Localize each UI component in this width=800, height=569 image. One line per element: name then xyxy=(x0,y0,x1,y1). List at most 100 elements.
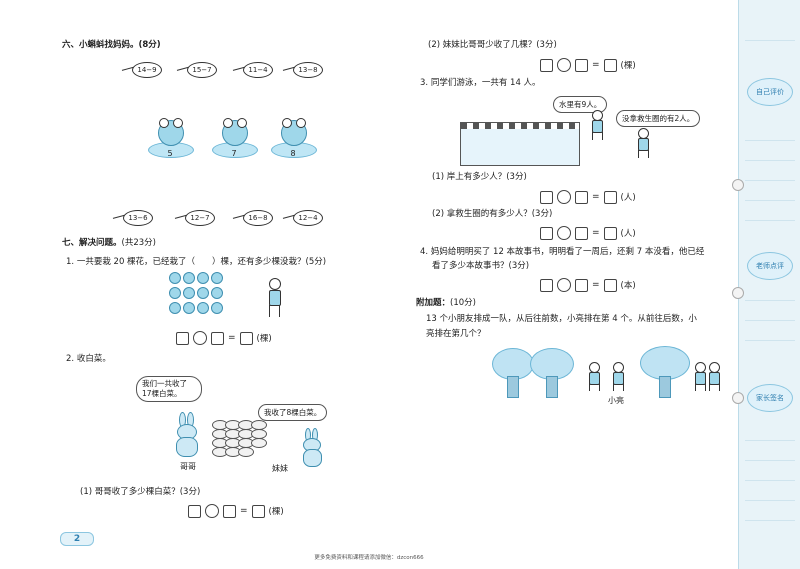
operator-circle[interactable] xyxy=(557,226,571,240)
body-icon xyxy=(269,290,281,306)
frog-5[interactable]: 5 xyxy=(148,118,194,158)
unit-label: (本) xyxy=(620,281,636,291)
answer-box[interactable] xyxy=(239,331,253,345)
bonus-line-1: 13 个小朋友排成一队，从后往前数，小亮排在第 4 个。从前往后数，小 xyxy=(426,314,697,324)
answer-box[interactable] xyxy=(603,278,617,292)
question-2: 2. 收白菜。 xyxy=(66,354,111,364)
tadpole-6[interactable]: 12−7 xyxy=(174,210,215,226)
flower-icon xyxy=(183,302,195,314)
tadpole-2[interactable]: 15−7 xyxy=(176,62,217,78)
answer-box[interactable] xyxy=(211,331,224,345)
tadpole-1[interactable]: 14−9 xyxy=(121,62,162,78)
question-text: 妈妈给明明买了 12 本故事书，明明看了一周后，还剩 7 本没看，他已经 xyxy=(430,247,705,257)
tadpole-3[interactable]: 11−4 xyxy=(232,62,273,78)
badge-parent-sign: 家长签名 xyxy=(747,384,793,412)
operator-circle[interactable] xyxy=(193,331,207,345)
unit-label: (人) xyxy=(620,193,636,203)
speech-bubble-rings: 没拿救生圈的有2人。 xyxy=(616,110,701,127)
legs-icon xyxy=(638,150,649,158)
label-brother: 哥哥 xyxy=(180,462,196,471)
question-text: 一共要栽 20 棵花，已经栽了（ ）棵，还有多少棵没栽？(5分) xyxy=(76,257,327,267)
child-illustration xyxy=(636,128,650,160)
body-icon xyxy=(592,120,603,133)
frog-7[interactable]: 7 xyxy=(212,118,258,158)
question-number: 1. xyxy=(66,257,75,267)
answer-box[interactable] xyxy=(540,226,553,240)
question-number: 4. xyxy=(420,247,429,257)
boy-illustration xyxy=(266,278,282,318)
equation-q4: = (本) xyxy=(540,278,636,292)
flower-icon xyxy=(197,302,209,314)
equals-sign: = xyxy=(592,192,600,202)
answer-box[interactable] xyxy=(188,504,201,518)
answer-box[interactable] xyxy=(575,58,588,72)
answer-box[interactable] xyxy=(603,190,617,204)
child-illustration xyxy=(590,110,604,144)
answer-box[interactable] xyxy=(540,190,553,204)
tadpole-expression: 12−7 xyxy=(185,210,215,226)
answer-box[interactable] xyxy=(540,58,553,72)
question-3: 3. 同学们游泳，一共有 14 人。 xyxy=(420,78,541,88)
bonus-line-2: 亮排在第几个？ xyxy=(426,329,486,339)
answer-box[interactable] xyxy=(603,58,617,72)
footer-note: 更多免费资料和课程请添加微信：dzcon666 xyxy=(314,555,424,561)
tadpole-4[interactable]: 13−8 xyxy=(282,62,323,78)
tadpole-expression: 13−6 xyxy=(123,210,153,226)
equation-q3-2: = (人) xyxy=(540,226,636,240)
label-sister: 妹妹 xyxy=(272,464,288,473)
operator-circle[interactable] xyxy=(557,278,571,292)
legs-icon xyxy=(592,132,603,140)
legs-icon xyxy=(709,383,720,391)
child-in-line xyxy=(588,362,600,392)
answer-box[interactable] xyxy=(223,504,236,518)
speech-bubble-right: 我收了8棵白菜。 xyxy=(258,404,328,421)
answer-box[interactable] xyxy=(176,331,189,345)
tree-icon xyxy=(492,348,534,398)
label-xiaoliang: 小亮 xyxy=(608,396,624,405)
binder-ring-icon xyxy=(732,392,744,404)
tadpole-5[interactable]: 13−6 xyxy=(112,210,153,226)
answer-box[interactable] xyxy=(603,226,617,240)
tadpole-expression: 15−7 xyxy=(187,62,217,78)
tree-icon xyxy=(640,346,690,398)
equals-sign: = xyxy=(228,333,236,343)
answer-box[interactable] xyxy=(540,278,553,292)
equals-sign: = xyxy=(592,228,600,238)
tadpole-7[interactable]: 16−8 xyxy=(232,210,273,226)
frog-number: 5 xyxy=(167,149,173,158)
flower-icon xyxy=(183,287,195,299)
equation-q1: = (棵) xyxy=(176,331,272,345)
tree-icon xyxy=(530,348,574,398)
question-number: 2. xyxy=(66,354,75,364)
bonus-points: (10分) xyxy=(450,298,476,308)
cabbage-pile xyxy=(212,420,278,460)
section-7-points: (共23分) xyxy=(121,238,156,248)
answer-box[interactable] xyxy=(575,190,588,204)
flower-icon xyxy=(197,272,209,284)
legs-icon xyxy=(613,383,624,391)
speech-bubble-water: 水里有9人。 xyxy=(553,96,608,113)
bonus-heading: 附加题：(10分) xyxy=(416,298,476,308)
answer-box[interactable] xyxy=(575,278,588,292)
flower-icon xyxy=(211,287,223,299)
legs-icon xyxy=(269,305,280,317)
operator-circle[interactable] xyxy=(557,190,571,204)
question-2-sub-1: (1) 哥哥收了多少棵白菜？(3分) xyxy=(80,487,201,497)
child-in-line xyxy=(708,362,720,392)
head-icon xyxy=(269,278,281,290)
frog-8[interactable]: 8 xyxy=(271,118,317,158)
equals-sign: = xyxy=(592,60,600,70)
question-1: 1. 一共要栽 20 棵花，已经栽了（ ）棵，还有多少棵没栽？(5分) xyxy=(66,257,326,267)
body-icon xyxy=(695,372,706,385)
tadpole-8[interactable]: 12−4 xyxy=(282,210,323,226)
child-in-line xyxy=(694,362,706,392)
operator-circle[interactable] xyxy=(557,58,571,72)
badge-teacher-review: 老师点评 xyxy=(747,252,793,280)
question-3-sub-2: (2) 拿救生圈的有多少人？(3分) xyxy=(432,209,553,219)
operator-circle[interactable] xyxy=(205,504,219,518)
badge-self-review: 自己评价 xyxy=(747,78,793,106)
answer-box[interactable] xyxy=(575,226,588,240)
frog-eye xyxy=(296,118,306,128)
body-icon xyxy=(613,372,624,385)
answer-box[interactable] xyxy=(251,504,265,518)
